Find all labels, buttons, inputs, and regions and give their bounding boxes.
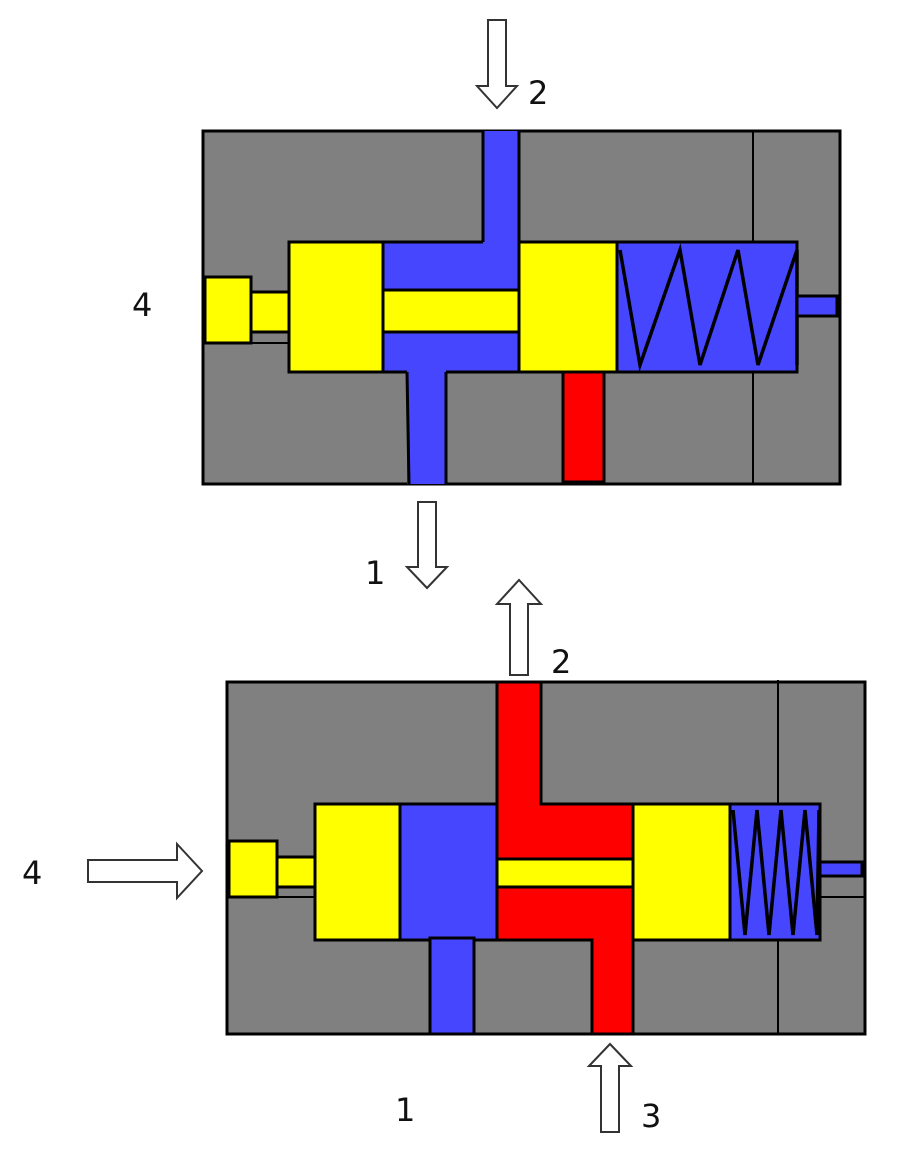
- top-valve: [201, 129, 842, 486]
- bottom-port-4-arrow: [87, 841, 204, 901]
- top-port-4-label: 4: [132, 286, 152, 324]
- top-spool-stem: [381, 288, 521, 334]
- bottom-port-2-arrow: [494, 578, 544, 676]
- bottom-spool-land-right: [631, 802, 732, 942]
- top-actuator-button: [203, 275, 253, 345]
- top-spring: [618, 243, 799, 372]
- top-spool-land-left: [287, 240, 385, 374]
- top-port-1-label: 1: [365, 554, 385, 592]
- top-port-1-wall: [405, 371, 411, 485]
- bottom-exhaust-chamber: [398, 802, 499, 942]
- bottom-port-3-arrow: [586, 1042, 634, 1133]
- bottom-port-1-label: 1: [395, 1091, 415, 1129]
- top-port-2-channel: [483, 131, 519, 244]
- top-port-3-channel: [561, 370, 606, 484]
- bottom-actuator-button: [227, 839, 279, 899]
- top-actuator-rod: [249, 290, 291, 334]
- top-port-1-channel: [407, 370, 446, 484]
- top-spring-rod: [795, 294, 839, 318]
- bottom-port-4-label: 4: [22, 854, 42, 892]
- bottom-spring: [731, 809, 821, 936]
- bottom-spool-stem: [495, 857, 635, 889]
- bottom-valve: [225, 680, 867, 1036]
- top-port-1-arrow: [404, 501, 450, 590]
- top-port-2-label: 2: [528, 74, 548, 112]
- bottom-port-3-label: 3: [641, 1097, 661, 1135]
- bottom-port-2-label: 2: [551, 643, 571, 681]
- bottom-spring-rod: [818, 860, 864, 878]
- bottom-spool-land-left: [313, 802, 402, 942]
- top-spool-land-right: [517, 240, 619, 374]
- bottom-actuator-rod: [275, 855, 317, 889]
- top-port-2-arrow: [474, 19, 520, 110]
- bottom-port-1-channel: [428, 936, 476, 1036]
